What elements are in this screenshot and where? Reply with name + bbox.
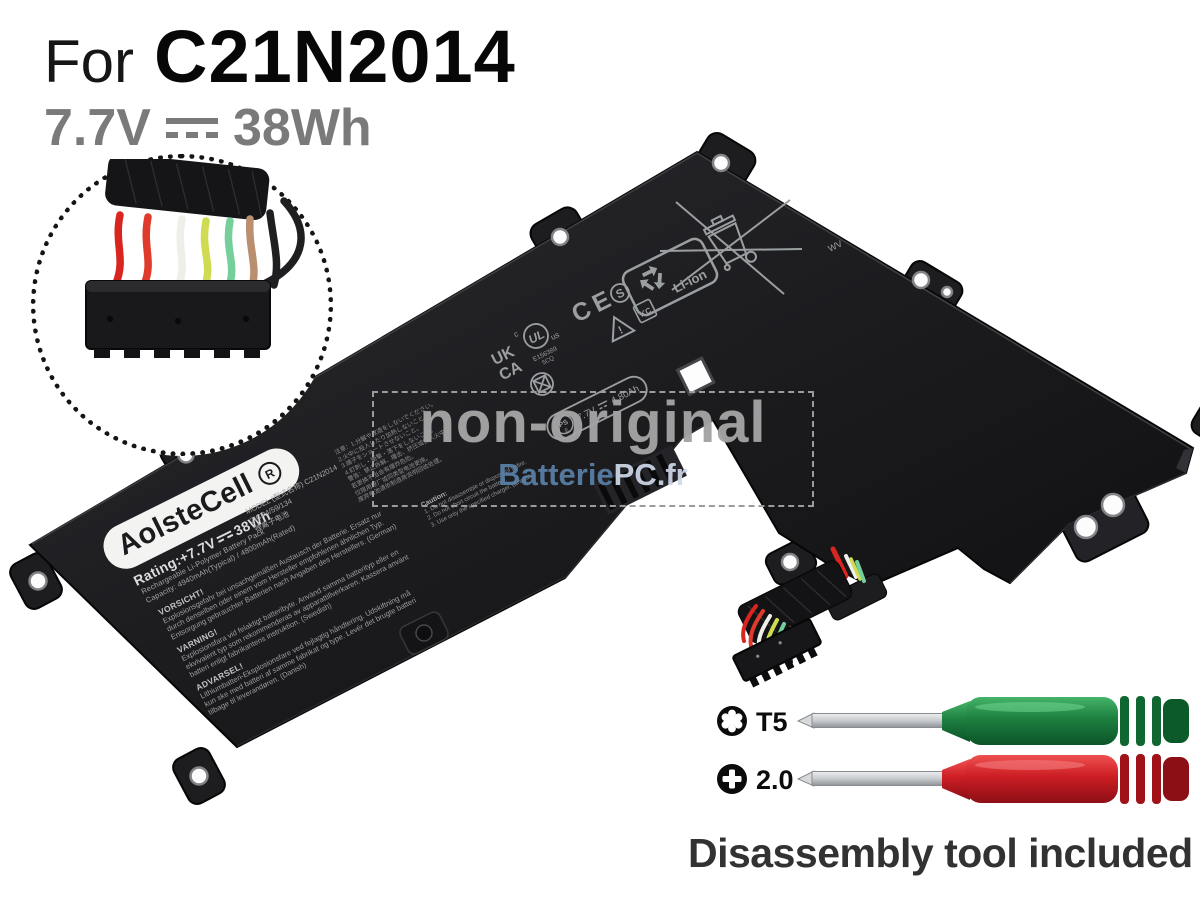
inner-tab xyxy=(399,611,449,655)
square-hole xyxy=(675,356,716,397)
cell-edge-comb xyxy=(593,445,687,515)
svg-text:c: c xyxy=(512,329,520,339)
svg-text:5CQ: 5CQ xyxy=(542,355,556,366)
svg-text:UL: UL xyxy=(526,327,547,347)
wattage-value: 38Wh xyxy=(232,99,372,157)
svg-text:!: ! xyxy=(616,324,625,336)
screw-holes xyxy=(28,153,1126,786)
torx-label: T5 xyxy=(756,707,788,737)
tools-caption: Disassembly tool included xyxy=(688,830,1193,876)
side-face xyxy=(1176,448,1193,473)
torx-icon xyxy=(717,706,747,736)
warning-triangle-icon: ! xyxy=(611,315,637,343)
tools: T5 2.0 xyxy=(717,696,1189,804)
spec-line: 7.7V 38Wh xyxy=(44,98,372,158)
recycle-arrows-icon xyxy=(639,266,666,291)
connector-callout xyxy=(31,153,333,456)
model-number: C21N2014 xyxy=(154,15,516,98)
svg-text:PS: PS xyxy=(558,419,570,430)
dc-symbol-icon xyxy=(165,118,218,138)
battery-connector xyxy=(732,546,888,688)
registered-mark-icon: R xyxy=(254,458,286,489)
svg-text:us: us xyxy=(549,330,561,342)
printed-marks: UK CA UL c us E156389 5CQ CE xyxy=(489,199,844,441)
phillips-icon xyxy=(717,764,747,794)
watermark-frame: non-original BatteriePC.fr xyxy=(372,390,814,507)
torx-screwdriver xyxy=(796,696,1189,746)
watermark-brand: BatteriePC.fr xyxy=(498,457,688,492)
svg-text:E: E xyxy=(564,427,570,434)
phillips-screwdriver xyxy=(796,754,1189,804)
mesh-sleeve xyxy=(105,153,270,221)
for-label: For xyxy=(44,28,134,95)
voltage-value: 7.7V xyxy=(44,99,151,157)
title: For C21N2014 xyxy=(44,14,516,99)
connector-closeup xyxy=(85,153,305,358)
phillips-label: 2.0 xyxy=(756,765,794,795)
connector-block xyxy=(85,280,271,358)
no-crush-icon xyxy=(530,372,554,396)
weee-bin-icon xyxy=(659,199,803,295)
watermark-text: non-original xyxy=(419,390,767,455)
